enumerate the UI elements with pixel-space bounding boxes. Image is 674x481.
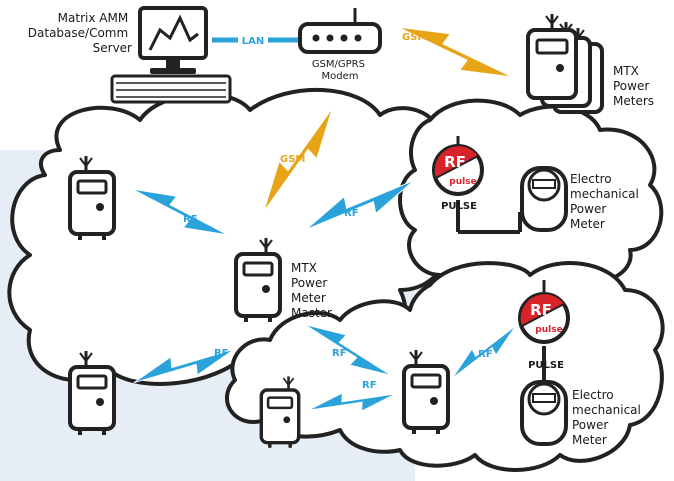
remote-power-meters: MTX Power Meters: [526, 12, 654, 114]
electromechanical-meter-icon: [520, 380, 568, 446]
master-power-meter: MTX Power Meter Master: [234, 236, 332, 324]
rf-link-master-to-pulse: RF: [300, 161, 420, 249]
rf-label: RF: [362, 380, 377, 391]
svg-text:pulse: pulse: [535, 325, 562, 335]
gsm-link-modem-to-meters: GSM: [390, 17, 520, 87]
remote-meters-label: MTX Power Meters: [613, 64, 654, 108]
rf-link-left-bottom: RF: [129, 331, 239, 401]
electro-meter-top-label: Electro mechanical Power Meter: [570, 172, 643, 231]
power-meter-stack-icon: [526, 12, 604, 114]
rf-label: RF: [478, 349, 493, 360]
rf-label: RF: [183, 214, 198, 225]
electromechanical-meter-bottom: Electro mechanical Power Meter: [520, 380, 645, 447]
computer-monitor-icon: [110, 6, 232, 104]
electromechanical-meter-icon: [520, 166, 568, 232]
gsm-label-vertical: GSM: [280, 154, 305, 165]
rf-link-left-top: RF: [125, 180, 235, 244]
lan-link: LAN: [212, 32, 300, 48]
master-meter-label: MTX Power Meter Master: [291, 261, 332, 320]
gsm-link-modem-to-master: GSM: [254, 97, 342, 223]
rf-pulse-unit-bottom: RF pulse PULSE: [518, 280, 570, 390]
rf-pulse-unit-top: RF pulse PULSE: [432, 136, 522, 234]
rf-pulse-badge-icon: RF pulse: [432, 144, 484, 196]
svg-text:RF: RF: [444, 153, 466, 171]
gsm-modem: GSM/GPRS Modem: [298, 8, 382, 82]
rf-label: RF: [214, 348, 229, 359]
electro-meter-bottom-label: Electro mechanical Power Meter: [572, 388, 645, 447]
modem-label: GSM/GPRS Modem: [312, 59, 368, 82]
rf-label: RF: [344, 208, 359, 219]
rf-pulse-badge-icon: RF pulse: [518, 292, 570, 344]
pulse-caption: PULSE: [528, 360, 564, 371]
lan-label: LAN: [242, 36, 264, 47]
rf-label: RF: [332, 348, 347, 359]
server-computer: Matrix AMM Database/Comm Server: [28, 6, 232, 104]
rf-link-center-to-pulse: RF: [447, 315, 521, 389]
gsm-label-top: GSM: [402, 32, 427, 43]
router-icon: [298, 8, 382, 54]
rf-link-small-to-center: RF: [306, 378, 398, 426]
pulse-caption: PULSE: [441, 201, 477, 212]
server-label: Matrix AMM Database/Comm Server: [28, 11, 132, 55]
svg-text:pulse: pulse: [449, 177, 476, 187]
svg-text:RF: RF: [530, 301, 552, 319]
electromechanical-meter-top: Electro mechanical Power Meter: [520, 166, 643, 232]
rf-link-master-to-bottom: RF: [297, 317, 399, 383]
